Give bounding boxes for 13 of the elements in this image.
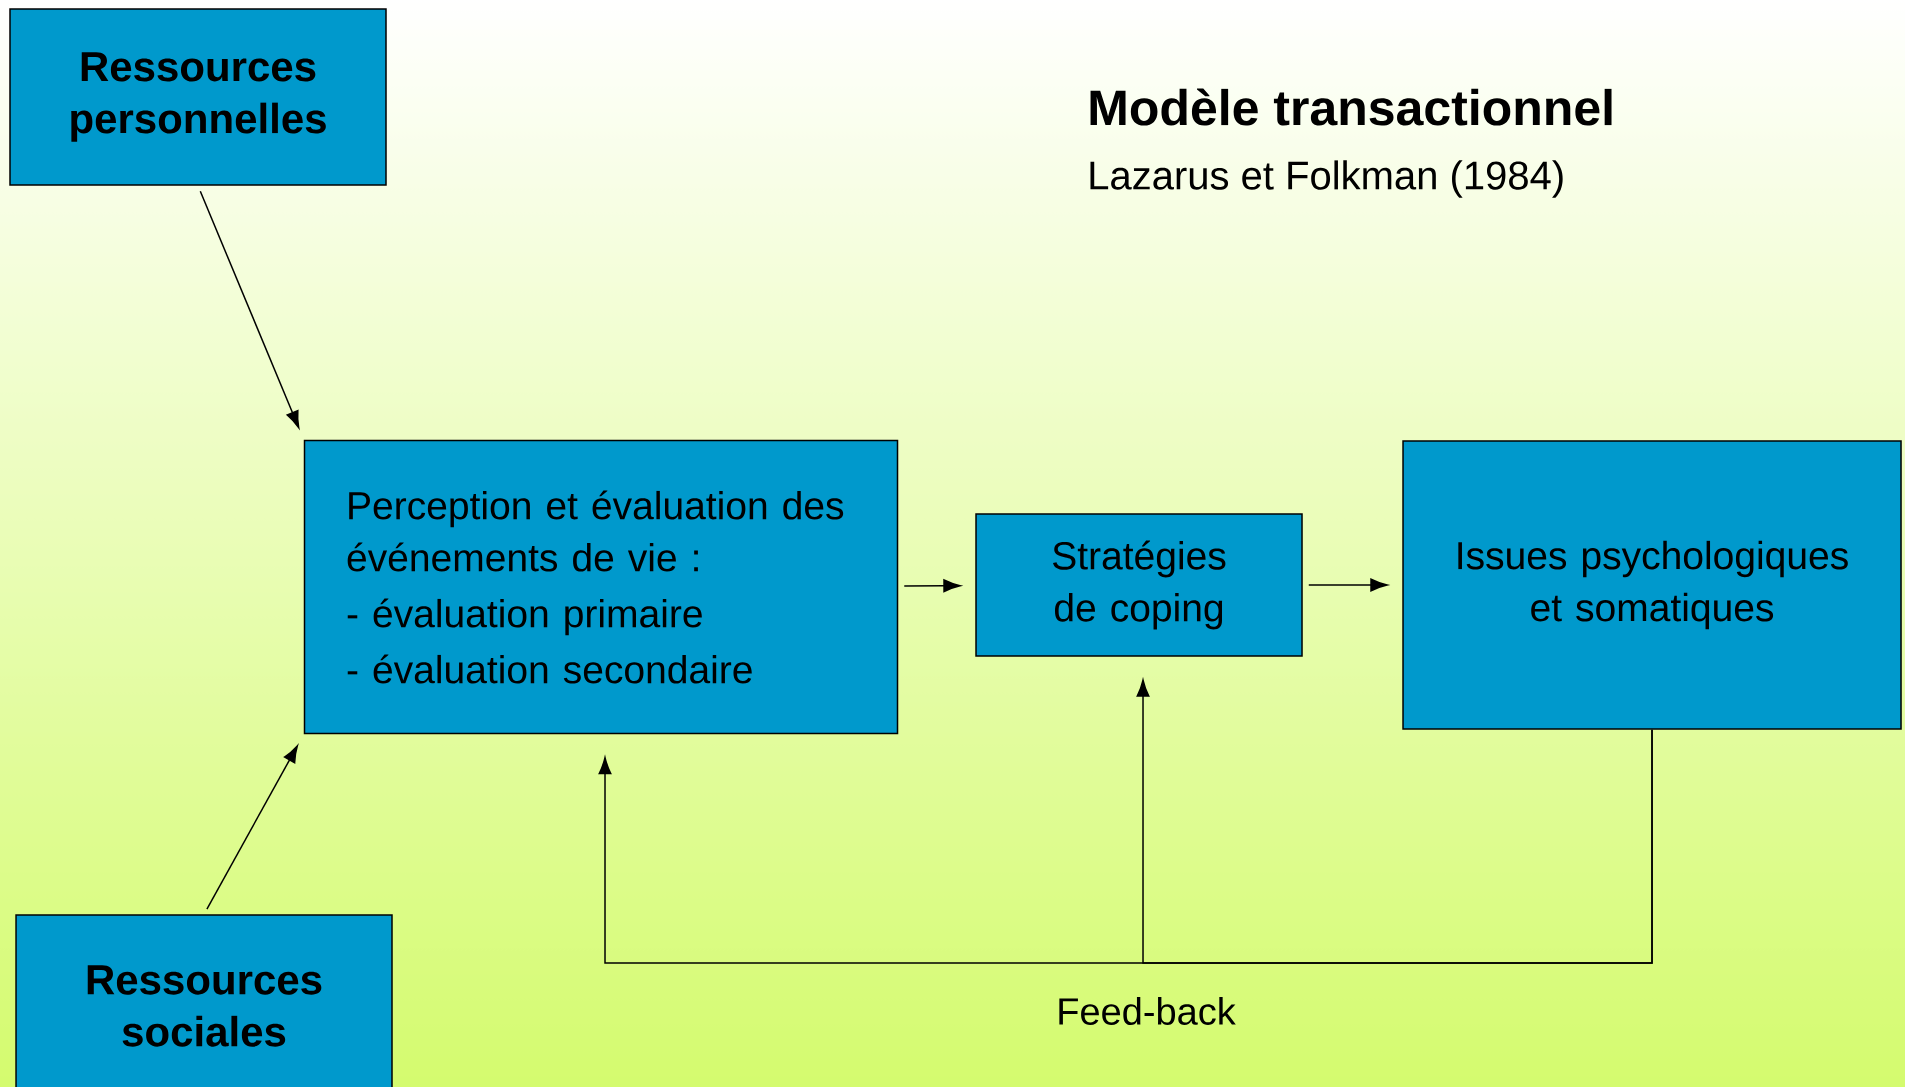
arrow xyxy=(206,745,299,910)
arrow xyxy=(1136,679,1653,964)
resource-box: Ressources personnelles xyxy=(9,8,387,186)
feedback-label: Feed-back xyxy=(1059,997,1236,1025)
process-box: Stratégies de coping xyxy=(975,513,1303,657)
process-box: Issues psychologiques et somatiques xyxy=(1402,440,1902,730)
arrow xyxy=(199,190,300,429)
process-box: Perception et évaluation des événements de vie : - évaluation primaire - évaluation secondaire xyxy=(303,439,899,735)
title: Modèle transactionnel xyxy=(1090,88,1612,126)
arrow xyxy=(903,579,961,593)
subtitle: Lazarus et Folkman (1984) xyxy=(1090,160,1563,198)
resource-box: Ressources sociales xyxy=(15,914,393,1087)
arrow xyxy=(1308,578,1388,592)
